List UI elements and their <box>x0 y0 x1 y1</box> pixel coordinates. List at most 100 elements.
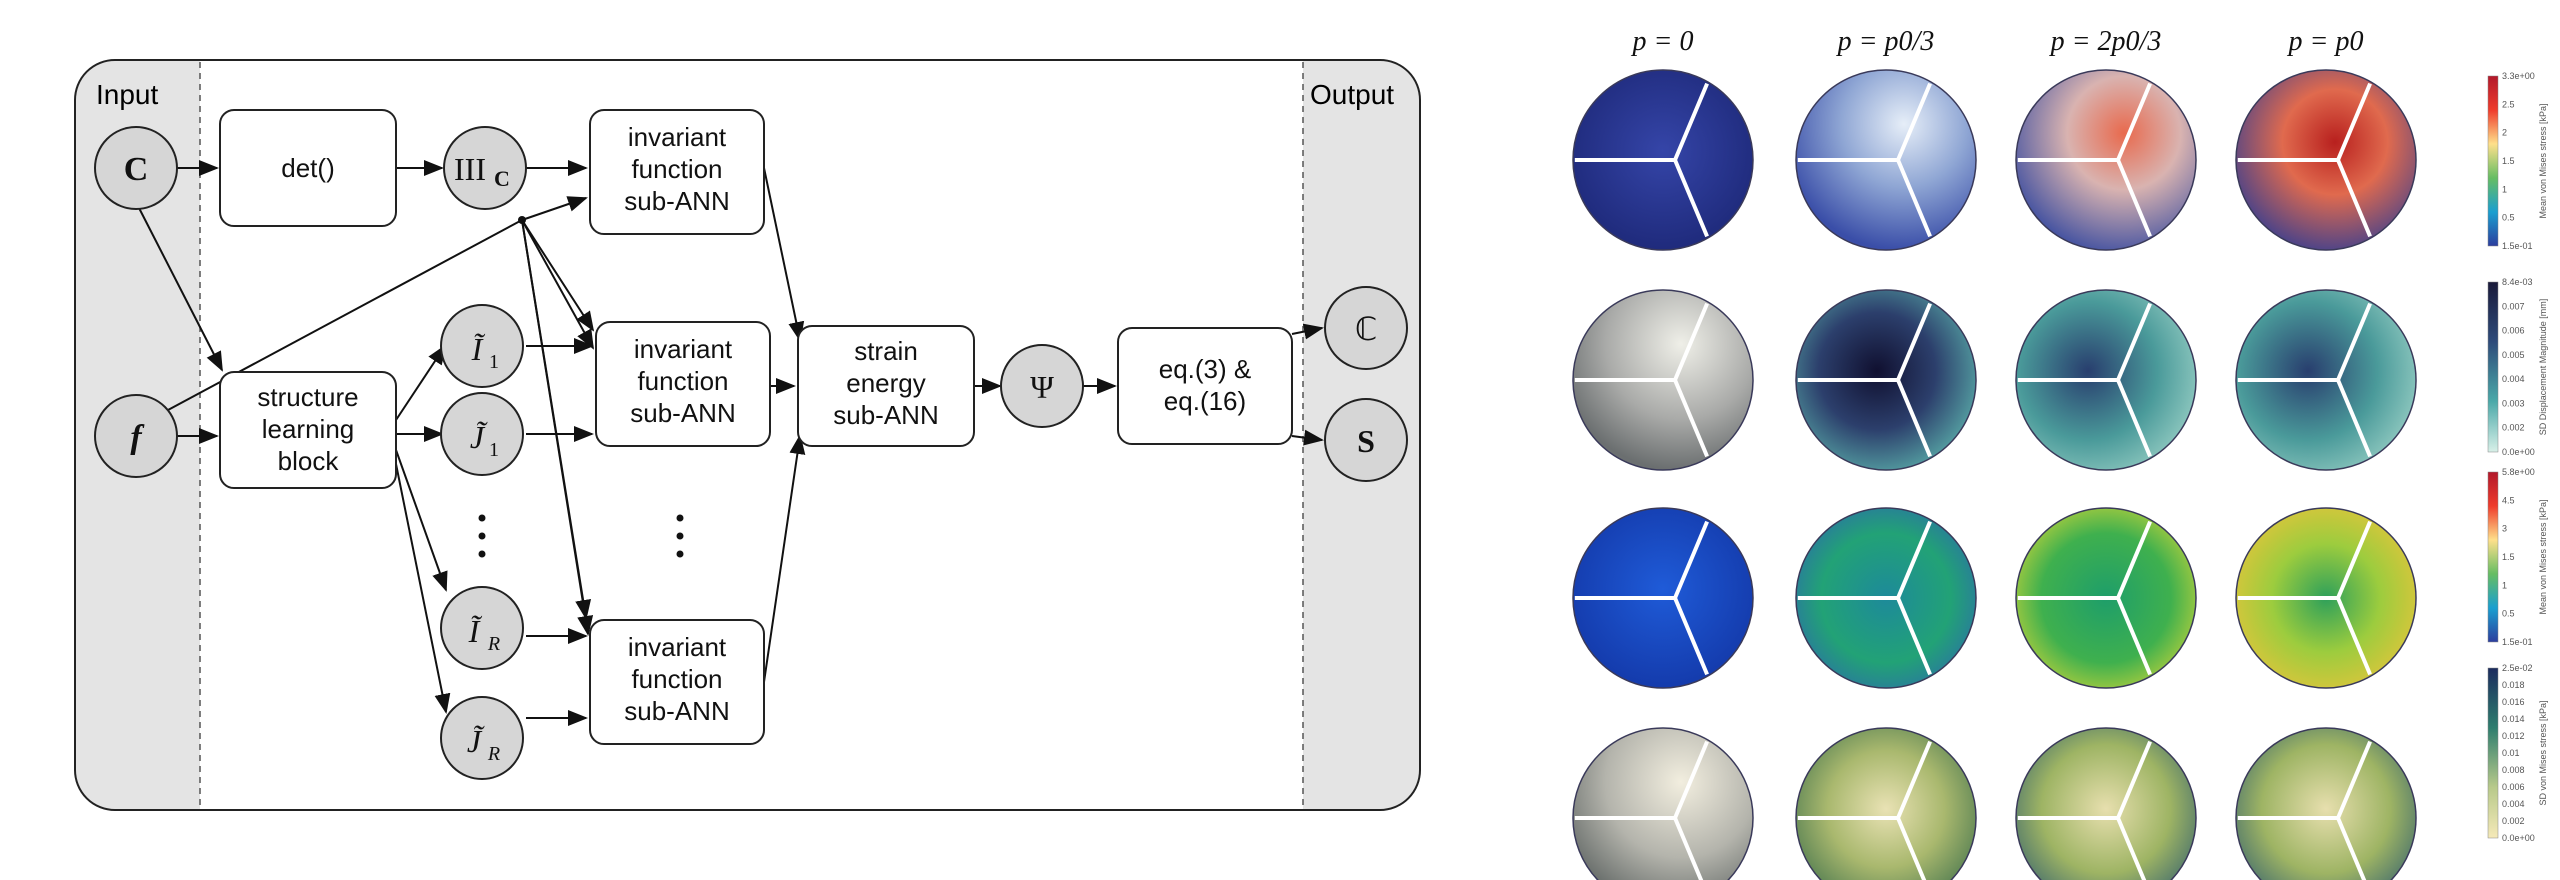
svg-text:J̃: J̃ <box>467 723 485 759</box>
invariant-function-subann-top: invariant function sub-ANN <box>589 109 765 235</box>
invariant-III-node: III C <box>443 126 527 210</box>
svg-text:Ĩ: Ĩ <box>471 331 486 367</box>
svg-text:Ĩ: Ĩ <box>468 613 483 649</box>
valve-disc-r1-c1 <box>1572 69 1754 251</box>
svg-text:R: R <box>487 743 500 765</box>
colorbar-1: 3.3e+00 2.5 2 1.5 1 0.5 1.5e-01 Mean von Mises … <box>2487 71 2548 251</box>
svg-text:invariant: invariant <box>628 122 727 152</box>
svg-text:sub-ANN: sub-ANN <box>624 696 729 726</box>
colorbar-tick: 1.5e-01 <box>2502 637 2533 647</box>
colorbar-tick: 2 <box>2502 128 2507 138</box>
colorbar-label: Mean von Mises stress [kPa] <box>2538 103 2548 218</box>
colorbar-tick: 1.5 <box>2502 156 2515 166</box>
colorbar-tick: 0.008 <box>2502 765 2525 775</box>
colorbar-tick: 1 <box>2502 580 2507 590</box>
valve-disc-r2-c2 <box>1795 289 1977 471</box>
colorbar-tick: 0.012 <box>2502 731 2525 741</box>
det-box: det() <box>219 109 397 227</box>
svg-text:1: 1 <box>489 351 499 373</box>
output-label: Output <box>1310 79 1394 110</box>
colorbar-4: 2.5e-020.0180.0160.0140.0120.010.0080.00… <box>2487 663 2548 843</box>
colorbar-tick: 0.006 <box>2502 326 2525 336</box>
colorbar-label: SD von Mises stress [kPa] <box>2538 700 2548 805</box>
colorbar-tick: 8.4e-03 <box>2502 277 2533 287</box>
input-C-node: C <box>94 126 178 210</box>
svg-text:J̃: J̃ <box>470 419 488 455</box>
colorbar-tick: 3 <box>2502 524 2507 534</box>
valve-disc-r4-c3 <box>2015 727 2197 880</box>
valve-disc-r4-c4 <box>2235 727 2417 880</box>
colorbar-tick: 1 <box>2502 184 2507 194</box>
valve-disc-r4-c2 <box>1795 727 1977 880</box>
valve-disc-r3-c3 <box>2015 507 2197 689</box>
svg-text:C: C <box>494 166 510 191</box>
diagram-frame <box>74 59 1421 811</box>
valve-disc-r2-c4 <box>2235 289 2417 471</box>
colorbar-tick: 5.8e+00 <box>2502 467 2535 477</box>
psi-node: Ψ <box>1000 344 1084 428</box>
svg-text:III: III <box>454 151 486 187</box>
colorbar-tick: 2.5 <box>2502 99 2515 109</box>
valve-heatmap-grid: p = 0 p = p0/3 p = 2p0/3 p = p0 3.3e+00 2… <box>1572 26 2548 880</box>
svg-text:S: S <box>1357 423 1375 459</box>
svg-text:eq.(16): eq.(16) <box>1164 386 1246 416</box>
horizontal-ellipsis-column <box>676 514 684 558</box>
svg-text:learning: learning <box>262 414 355 444</box>
colorbar-label: SD Displacement Magnitude [mm] <box>2538 299 2548 436</box>
network-architecture-diagram: Input Output C f <box>74 59 1421 811</box>
svg-text:eq.(3) &: eq.(3) & <box>1159 354 1252 384</box>
valve-disc-r4-c1 <box>1572 727 1754 880</box>
svg-text:strain: strain <box>854 336 918 366</box>
column-header-p0: p = 0 <box>1631 26 1694 57</box>
invariant-J1-node: J̃ 1 <box>440 392 524 476</box>
input-f-node: f <box>94 394 178 478</box>
colorbar-tick: 0.0e+00 <box>2502 447 2535 457</box>
svg-text:invariant: invariant <box>628 632 727 662</box>
colorbar-tick: 0.006 <box>2502 782 2525 792</box>
colorbar-tick: 0.0e+00 <box>2502 833 2535 843</box>
svg-text:structure: structure <box>257 382 358 412</box>
colorbar-tick: 0.003 <box>2502 398 2525 408</box>
input-label: Input <box>96 79 158 110</box>
colorbar-tick: 0.005 <box>2502 350 2525 360</box>
svg-text:Ψ: Ψ <box>1030 369 1054 405</box>
colorbar-tick: 1.5e-01 <box>2502 241 2533 251</box>
colorbar-tick: 1.5 <box>2502 552 2515 562</box>
valve-disc-r3-c1 <box>1572 507 1754 689</box>
colorbar-tick: 0.014 <box>2502 714 2525 724</box>
svg-text:1: 1 <box>489 439 499 461</box>
column-header-p-two-thirds: p = 2p0/3 <box>2049 26 2162 57</box>
column-header-p-third: p = p0/3 <box>1836 26 1935 57</box>
colorbar-tick: 0.002 <box>2502 423 2525 433</box>
svg-text:sub-ANN: sub-ANN <box>630 398 735 428</box>
valve-disc-r1-c4 <box>2235 69 2417 251</box>
svg-text:R: R <box>487 633 500 655</box>
valve-disc-r1-c3 <box>2015 69 2197 251</box>
svg-text:energy: energy <box>846 368 926 398</box>
structure-learning-block: structure learning block <box>219 371 397 489</box>
colorbar-tick: 3.3e+00 <box>2502 71 2535 81</box>
equation-box: eq.(3) & eq.(16) <box>1117 327 1293 445</box>
valve-disc-r2-c3 <box>2015 289 2197 471</box>
colorbar-tick: 0.018 <box>2502 680 2525 690</box>
output-stiffness-node: ℂ <box>1324 286 1408 370</box>
colorbar-label: Mean von Mises stress [kPa] <box>2538 499 2548 614</box>
invariant-IR-node: Ĩ R <box>440 586 524 670</box>
svg-text:block: block <box>278 446 340 476</box>
colorbar-tick: 0.002 <box>2502 816 2525 826</box>
svg-text:sub-ANN: sub-ANN <box>624 186 729 216</box>
colorbar-tick: 4.5 <box>2502 495 2515 505</box>
colorbar-tick: 0.5 <box>2502 213 2515 223</box>
svg-text:C: C <box>124 151 149 188</box>
vertical-ellipsis <box>478 514 486 558</box>
colorbar-tick: 2.5e-02 <box>2502 663 2533 673</box>
valve-disc-r3-c2 <box>1795 507 1977 689</box>
svg-text:sub-ANN: sub-ANN <box>833 400 938 430</box>
column-header-p-full: p = p0 <box>2287 26 2364 57</box>
output-stress-node: S <box>1324 398 1408 482</box>
invariant-function-subann-middle: invariant function sub-ANN <box>595 321 771 447</box>
colorbar-tick: 0.004 <box>2502 799 2525 809</box>
invariant-function-subann-bottom: invariant function sub-ANN <box>589 619 765 745</box>
valve-disc-r1-c2 <box>1795 69 1977 251</box>
